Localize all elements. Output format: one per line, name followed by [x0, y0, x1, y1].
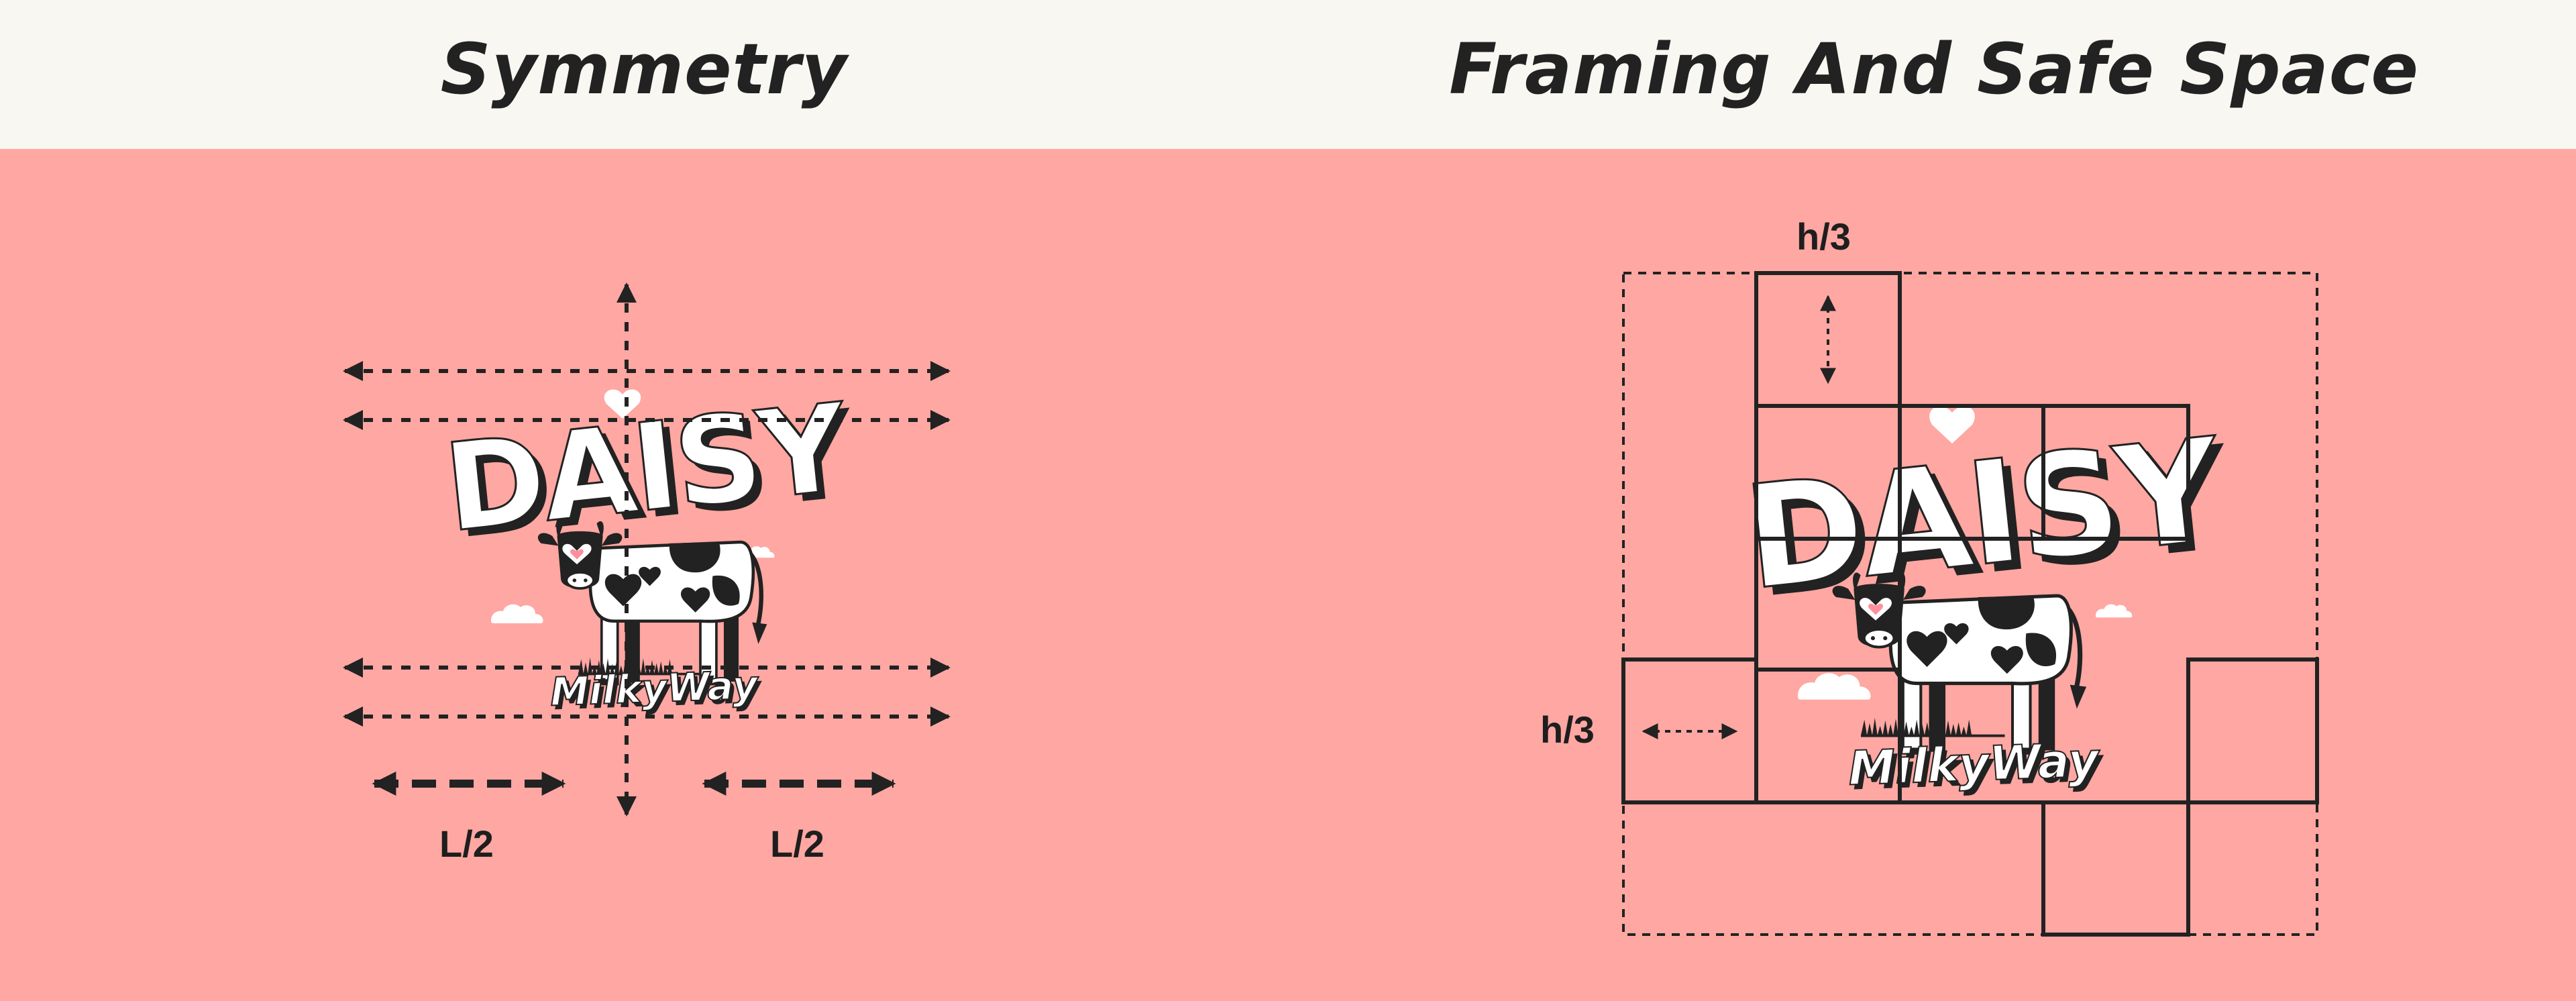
cloud-icon	[2096, 604, 2133, 618]
half-length-label-left: L/2	[439, 823, 494, 865]
framing-brand: DAISY	[1737, 407, 2230, 621]
third-height-label-top: h/3	[1796, 215, 1851, 258]
symmetry-title: Symmetry	[440, 28, 848, 110]
symmetry-guides	[343, 282, 951, 816]
symmetry-brand: DAISY	[439, 378, 855, 560]
half-length-label-right: L/2	[770, 823, 824, 865]
cloud-icon	[1798, 673, 1871, 700]
symmetry-tagline: MilkyWay	[549, 662, 759, 715]
safe-space-frame	[1621, 271, 2319, 937]
header-bar: Symmetry Framing And Safe Space	[0, 0, 2576, 149]
framing-logo: DAISY DAISY MilkyWay MilkyWay	[1737, 406, 2239, 801]
framing-tagline-shadow: MilkyWay	[1851, 737, 2106, 800]
cloud-icon	[491, 604, 543, 623]
third-height-label-left: h/3	[1540, 708, 1595, 751]
framing-title: Framing And Safe Space	[1449, 28, 2419, 110]
framing-tagline: MilkyWay	[1847, 732, 2102, 796]
cow-icon	[538, 521, 767, 686]
